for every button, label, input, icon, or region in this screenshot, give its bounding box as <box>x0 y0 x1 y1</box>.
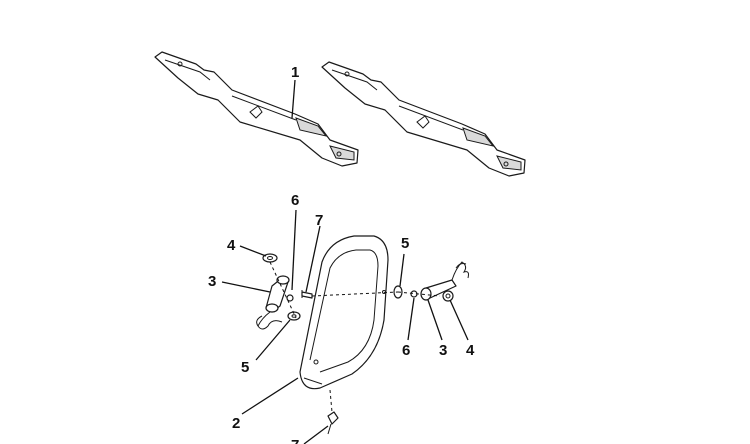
callout-2: 2 <box>232 415 240 432</box>
callout-1: 1 <box>291 64 299 81</box>
callout-7-top: 7 <box>315 212 323 229</box>
leader-lines <box>221 79 469 444</box>
mower-blade-right <box>321 61 526 177</box>
deflector-chute <box>299 235 389 390</box>
callout-3-left: 3 <box>208 273 216 290</box>
hinge-bracket-left <box>256 253 313 330</box>
callout-5-left: 5 <box>241 359 249 376</box>
hinge-bracket-right <box>393 261 469 302</box>
bottom-bolt <box>327 411 339 435</box>
callout-6-left: 6 <box>291 192 299 209</box>
callout-6-right: 6 <box>402 342 410 359</box>
callout-3-right: 3 <box>439 342 447 359</box>
callout-4-right: 4 <box>466 342 475 359</box>
callout-7-bottom: 7 <box>291 437 299 444</box>
mower-blade-left <box>154 51 359 167</box>
assembly-axis-lines <box>269 261 441 413</box>
callout-4-left: 4 <box>227 237 236 254</box>
callout-5-right: 5 <box>401 235 409 252</box>
